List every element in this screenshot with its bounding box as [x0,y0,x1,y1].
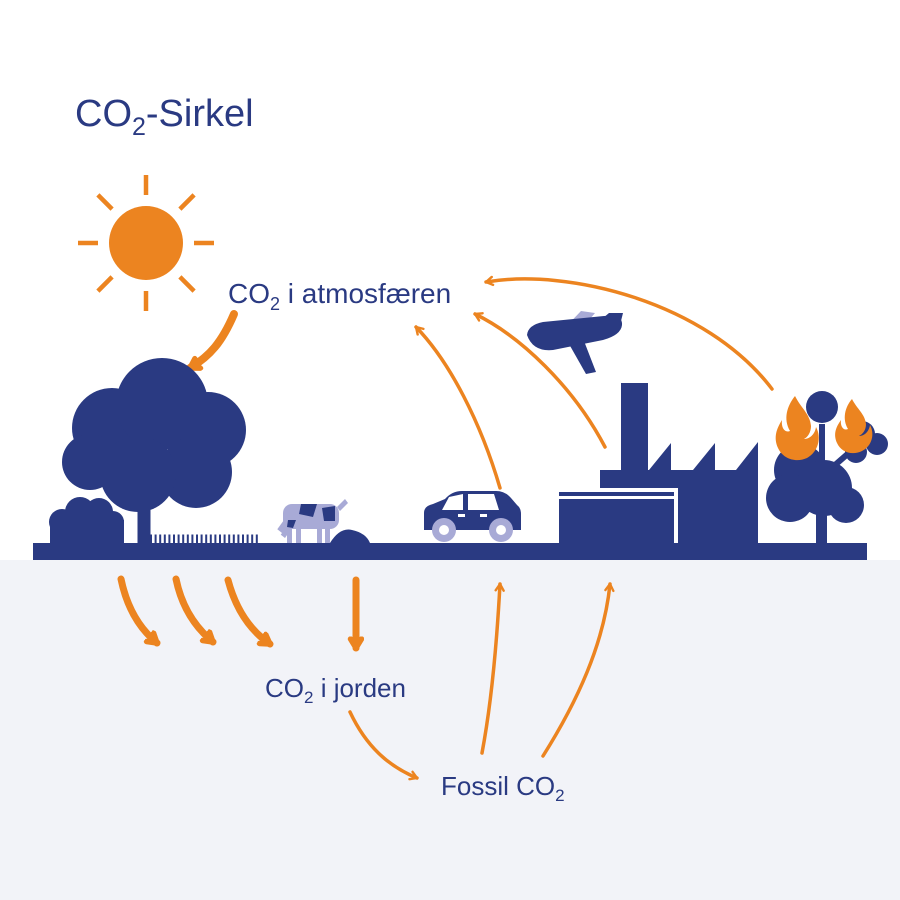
car-icon [424,491,521,542]
underground-area [0,560,900,900]
sunlight-arrow [186,310,238,372]
burning-tree-icon [766,391,888,543]
cow-icon [274,499,348,543]
airplane-icon [527,311,623,374]
flame-icon [835,399,873,454]
car-to-atmosphere-arrow [414,325,502,490]
soil-label: CO2 i jorden [265,673,406,707]
fossil-to-car-arrow [480,582,505,755]
sun-icon [78,175,214,311]
soil-mound-icon [330,529,370,543]
burning-tree-to-atmosphere-arrow [484,275,774,391]
soil-to-fossil-arrow [348,710,419,781]
flame-icon [775,396,819,461]
tree-to-soil-arrow [172,575,217,646]
bush-icon [49,497,124,543]
fossil-label: Fossil CO2 [441,771,565,805]
fossil-to-factory-arrow [541,582,615,758]
soil-arrows [117,575,356,652]
grass-to-soil-arrow [224,576,274,648]
tree-to-soil-arrow [117,575,161,647]
tree-icon [62,358,246,543]
page-title: CO2-Sirkel [75,93,254,141]
factory-to-atmosphere-arrow [473,312,607,449]
ground-icon [33,543,867,560]
factory-icon [559,383,758,557]
atmosphere-label: CO2 i atmosfæren [228,278,451,314]
